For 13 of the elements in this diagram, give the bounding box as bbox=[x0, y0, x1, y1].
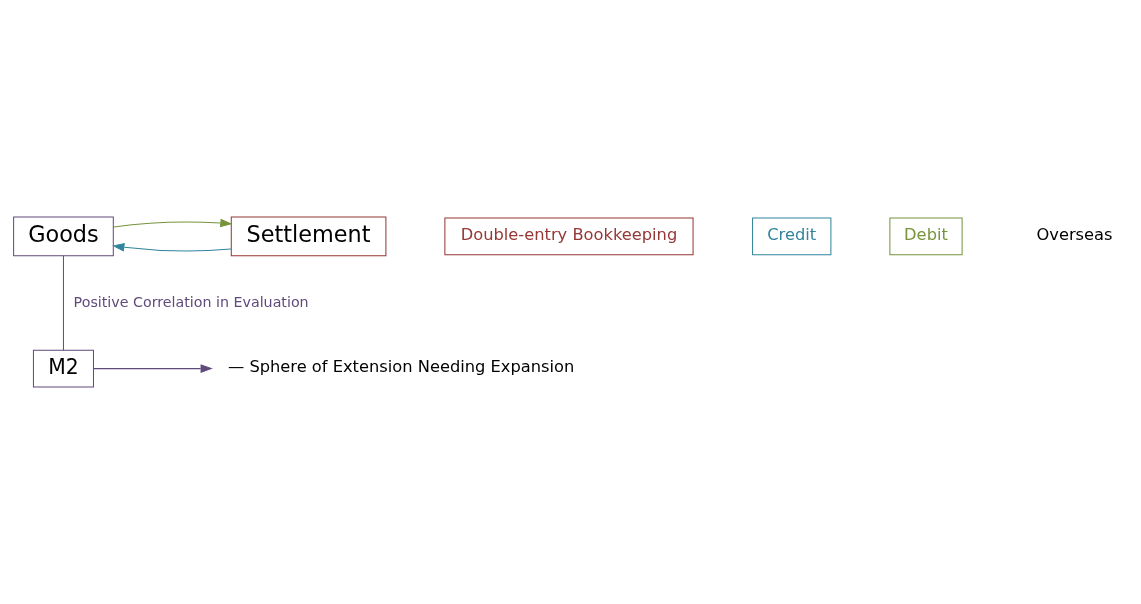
node-box: Goods bbox=[13, 216, 114, 257]
node-box: Double-entry Bookkeeping bbox=[444, 217, 694, 256]
node-text: — Sphere of Extension Needing Expansion bbox=[227, 357, 575, 377]
edge-label: Positive Correlation in Evaluation bbox=[73, 294, 309, 311]
label: Overseas bbox=[1036, 225, 1113, 245]
arrow bbox=[92, 364, 213, 373]
node-box: Debit bbox=[889, 217, 963, 256]
node-box: M2 bbox=[32, 349, 94, 388]
arrow bbox=[112, 242, 232, 252]
node-box: Credit bbox=[752, 217, 832, 256]
node-box: Settlement bbox=[230, 216, 387, 257]
arrow bbox=[113, 218, 233, 228]
connector bbox=[62, 255, 64, 351]
